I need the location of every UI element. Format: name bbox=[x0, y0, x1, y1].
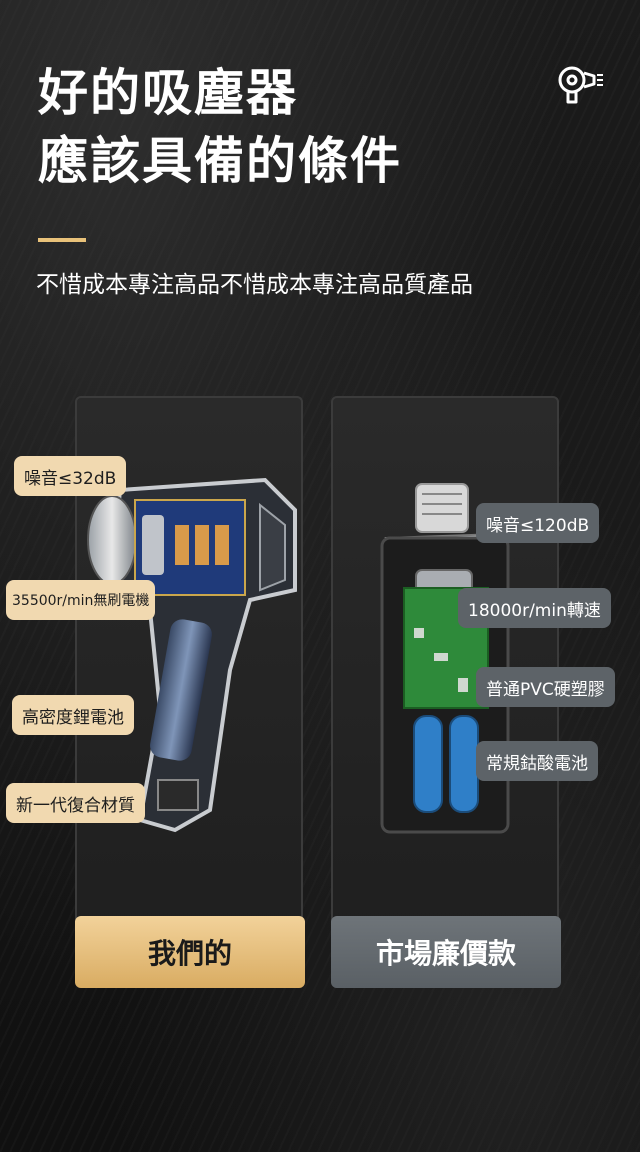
hair-dryer-icon bbox=[558, 66, 603, 104]
page-title-line1: 好的吸塵器 bbox=[38, 64, 298, 122]
feature-label-noise-cheap: 噪音≤120dB bbox=[476, 503, 600, 543]
ours-button[interactable]: 我們的 bbox=[75, 916, 305, 988]
accent-bar bbox=[38, 238, 86, 242]
cheap-button[interactable]: 市場廉價款 bbox=[331, 916, 561, 988]
feature-label-noise-ours: 噪音≤32dB bbox=[14, 456, 127, 496]
feature-label-material-ours: 新一代復合材質 bbox=[6, 783, 145, 823]
feature-label-speed-cheap: 18000r/min轉速 bbox=[458, 588, 611, 628]
feature-label-battery-ours: 高密度鋰電池 bbox=[12, 695, 134, 735]
feature-label-battery-cheap: 常規鈷酸電池 bbox=[476, 741, 598, 781]
subtitle: 不惜成本專注高品不惜成本專注高品質產品 bbox=[36, 272, 473, 298]
vacuum-cutaway-image bbox=[87, 477, 297, 833]
feature-label-motor-ours: 35500r/min無刷電機 bbox=[6, 580, 156, 620]
page-title-line2: 應該具備的條件 bbox=[38, 132, 402, 190]
feature-label-plastic-cheap: 普通PVC硬塑膠 bbox=[476, 667, 615, 707]
